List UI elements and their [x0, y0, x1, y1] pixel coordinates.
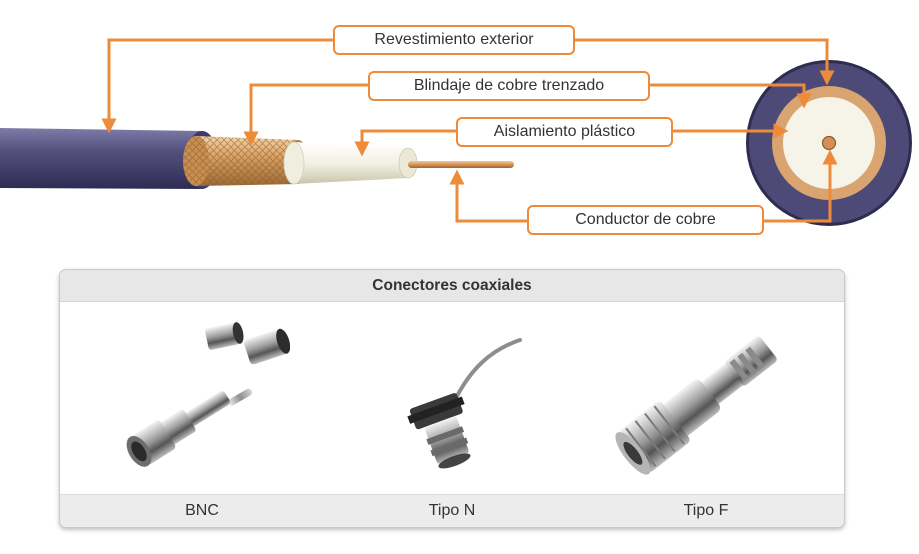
braided-shield-callout: Blindaje de cobre trenzado	[368, 71, 650, 101]
conductor-leader	[449, 169, 527, 223]
panel-title: Conectores coaxiales	[60, 270, 844, 302]
type-f-connector-icon	[615, 336, 777, 475]
plastic-insulation-callout: Aislamiento plástico	[456, 117, 673, 147]
bnc-label: BNC	[185, 502, 219, 519]
type-f-label: Tipo F	[683, 502, 729, 519]
bnc-connector-icon	[126, 322, 290, 467]
cable-illustration	[0, 38, 912, 226]
braided-shield-section-leader	[649, 83, 812, 109]
outer-jacket-section-leader	[574, 38, 835, 86]
braided-shield-leader	[243, 83, 368, 147]
plastic-insulation	[283, 141, 418, 185]
copper-conductor	[408, 161, 514, 168]
type-n-connector-icon	[407, 338, 522, 469]
copper-conductor-callout: Conductor de cobre	[527, 205, 764, 235]
coax-cable-diagram: Revestimiento exterior Blindaje de cobre…	[0, 0, 919, 260]
insulation-leader	[354, 129, 456, 157]
conductor-section-leader	[763, 149, 838, 223]
panel-footer: BNC Tipo N Tipo F	[60, 494, 844, 527]
callout-leaders	[101, 38, 838, 223]
cable-cross-section	[746, 60, 912, 226]
outer-jacket-callout: Revestimiento exterior	[333, 25, 575, 55]
outer-jacket-leader	[101, 38, 333, 134]
coax-connectors-panel: Conectores coaxiales	[59, 269, 845, 528]
type-n-label: Tipo N	[428, 502, 476, 519]
